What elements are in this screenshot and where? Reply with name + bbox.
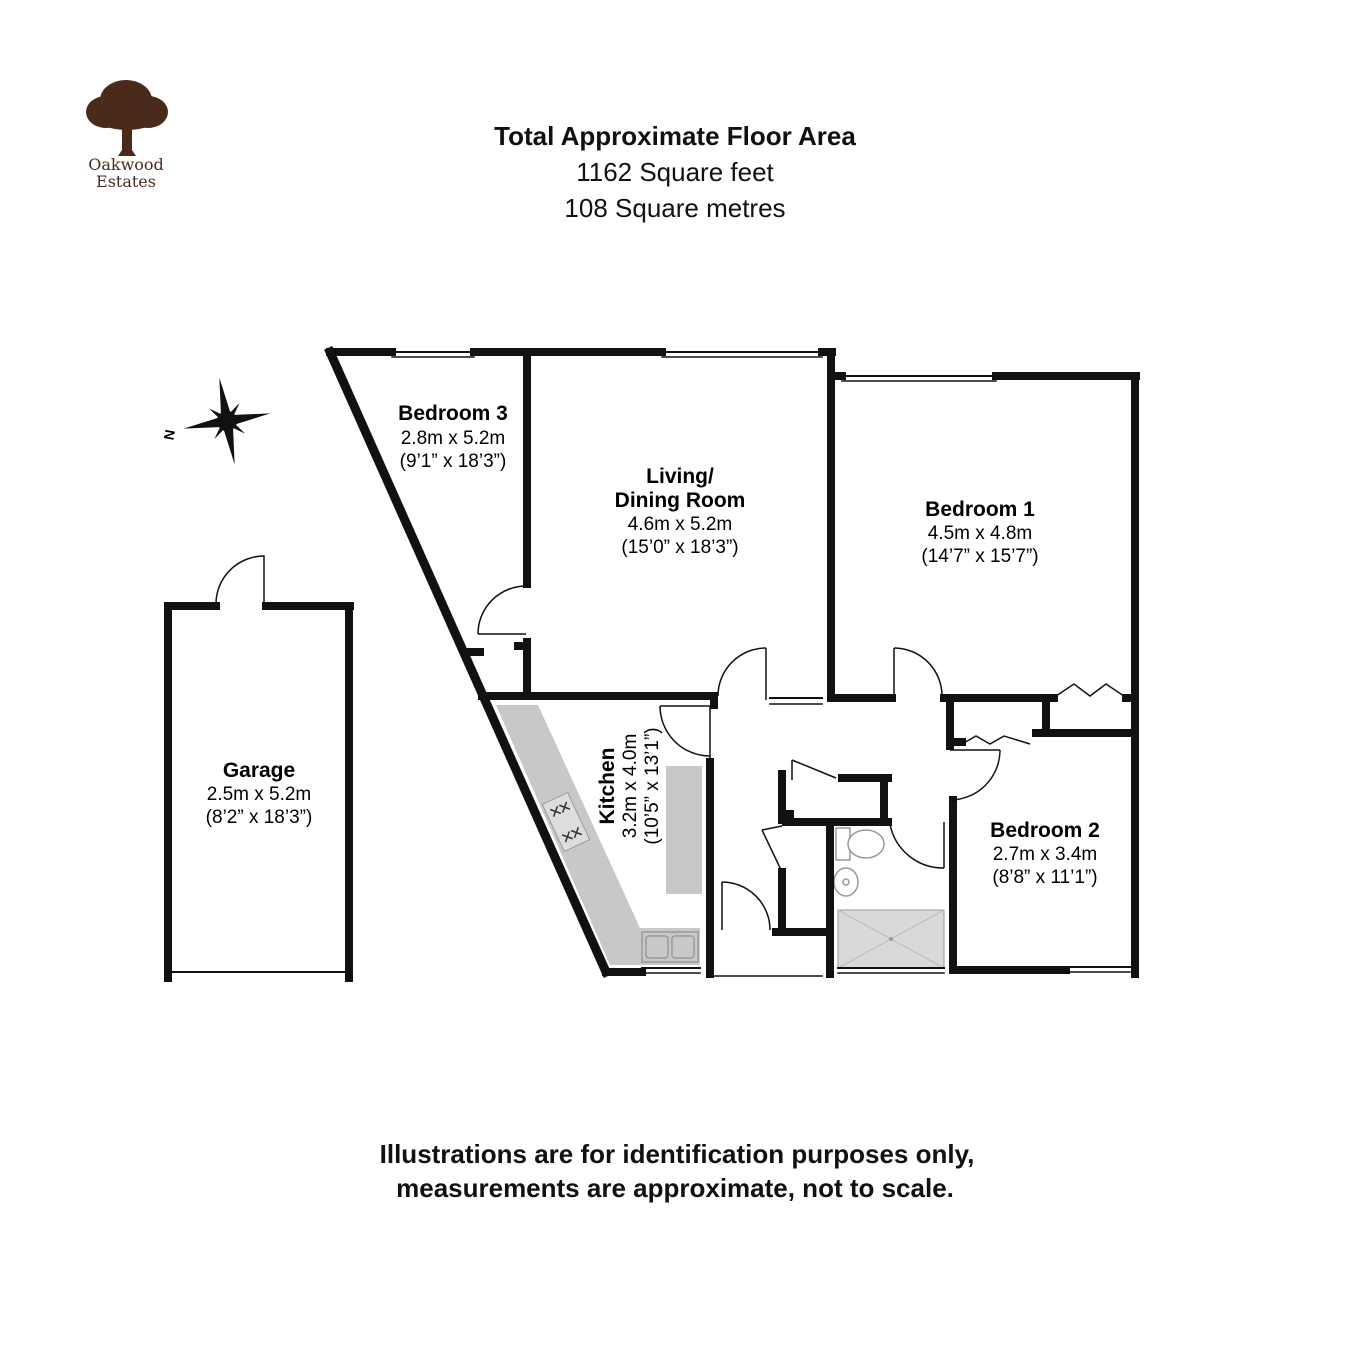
floor-area-sqm: 108 Square metres [564,193,786,223]
room-living-metric: 4.6m x 5.2m [628,514,733,535]
room-bedroom1-imperial: (14’7” x 15’7”) [921,546,1038,567]
brand-name: Oakwood Estates [74,156,178,190]
room-garage-imperial: (8’2” x 18’3”) [206,807,313,828]
room-garage: Garage 2.5m x 5.2m (8’2” x 18’3”) [206,759,313,828]
toilet-icon [835,827,885,861]
disclaimer-line1: Illustrations are for identification pur… [379,1139,975,1169]
disclaimer-line2: measurements are approximate, not to sca… [396,1173,954,1203]
room-bedroom1-name: Bedroom 1 [925,498,1035,521]
room-kitchen: Kitchen 3.2m x 4.0m (10’5” x 13’1”) [596,727,663,844]
brand-name-line2: Estates [96,172,156,191]
room-living: Living/ Dining Room 4.6m x 5.2m (15’0” x… [615,465,746,558]
room-bedroom2: Bedroom 2 2.7m x 3.4m (8’8” x 11’1”) [990,819,1100,888]
room-bedroom2-imperial: (8’8” x 11’1”) [992,867,1097,888]
room-bedroom3: Bedroom 3 2.8m x 5.2m (9’1” x 18’3”) [398,402,508,472]
oak-tree-icon [86,80,168,156]
basin-icon [833,867,859,897]
compass-north-label: N [160,428,178,441]
room-living-imperial: (15’0” x 18’3”) [621,537,738,558]
disclaimer: Illustrations are for identification pur… [0,1137,1350,1205]
room-bedroom1-metric: 4.5m x 4.8m [928,523,1033,544]
room-bedroom3-imperial: (9’1” x 18’3”) [400,451,507,472]
kitchen-sink-icon [641,931,699,963]
room-kitchen-metric: 3.2m x 4.0m [620,734,641,839]
floor-area-sqft: 1162 Square feet [576,157,774,187]
room-kitchen-name: Kitchen [596,747,619,824]
room-garage-name: Garage [223,759,295,782]
room-garage-metric: 2.5m x 5.2m [207,784,312,805]
room-bedroom3-name: Bedroom 3 [398,402,508,425]
shower-tray [837,909,945,969]
door-swings [215,555,1125,931]
floor-area-title: Total Approximate Floor Area [494,121,856,151]
room-bedroom2-metric: 2.7m x 3.4m [993,844,1098,865]
floor-area-header: Total Approximate Floor Area 1162 Square… [0,118,1350,226]
compass-rose-icon [183,377,271,465]
walls [164,346,1140,982]
room-kitchen-imperial: (10’5” x 13’1”) [642,727,663,844]
kitchen-counter [496,705,700,965]
room-living-name-line1: Living/ [646,465,714,488]
room-living-name-line2: Dining Room [615,489,746,512]
room-bedroom3-metric: 2.8m x 5.2m [401,428,506,449]
hob-icon [541,791,591,853]
brand-name-line1: Oakwood [88,155,164,174]
room-bedroom2-name: Bedroom 2 [990,819,1100,842]
kitchen-island [666,766,702,894]
room-bedroom1: Bedroom 1 4.5m x 4.8m (14’7” x 15’7”) [921,498,1038,567]
